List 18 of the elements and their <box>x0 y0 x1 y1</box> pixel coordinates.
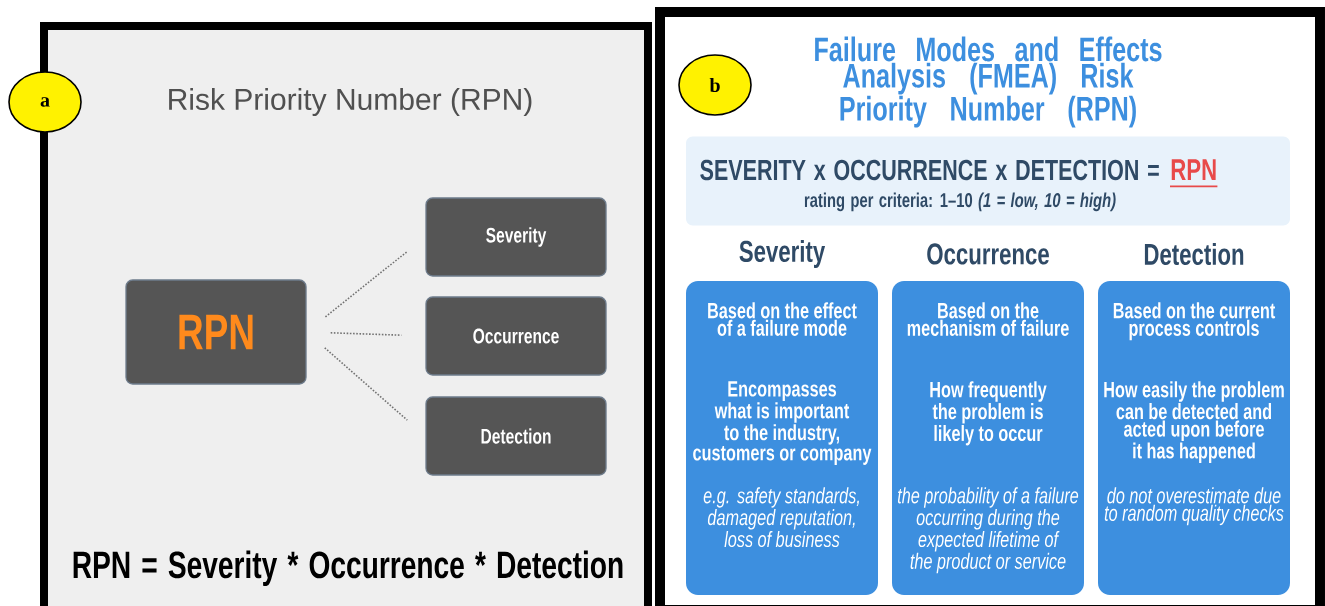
rpn-box: RPN <box>125 279 307 385</box>
panel-badge: b <box>678 54 752 116</box>
criterion-box: Occurrence <box>425 296 607 376</box>
criteria-card: Based on the mechanism of failure How frequently the problem is likely to occur the probability of a failure occurring during the expected lifetime of the product or service <box>892 281 1084 595</box>
panel-heading: Risk Priority Number (RPN) <box>169 88 532 116</box>
formula-band: SEVERITY x OCCURRENCE x DETECTION = RPN rating per criteria: 1–10 (1 = low, 10 = high) <box>686 136 1290 226</box>
panel-badge: a <box>8 71 82 133</box>
criteria-card: Based on the effect of a failure mode Encompasses what is important to the industry, customers or company e.g. safety standards, damaged reputation, loss of business <box>686 281 878 595</box>
criteria-card: Based on the current process controls How easily the problem can be detected and acted upon before it has happened do not overestimate due to random quality checks <box>1098 281 1290 595</box>
column-heading: Severity <box>739 240 826 268</box>
criterion-box: Severity <box>425 197 607 277</box>
column-heading: Detection <box>1144 242 1244 265</box>
formula-text: RPN = Severity * Occurrence * Detection <box>73 550 623 586</box>
dotted-connector <box>323 347 409 421</box>
column-heading: Occurrence <box>927 243 1049 265</box>
dotted-connector <box>324 251 408 318</box>
criterion-box: Detection <box>425 396 607 476</box>
panel-title: Failure Modes and Effects Analysis (FMEA) Risk Priority Number (RPN) <box>815 36 1162 128</box>
